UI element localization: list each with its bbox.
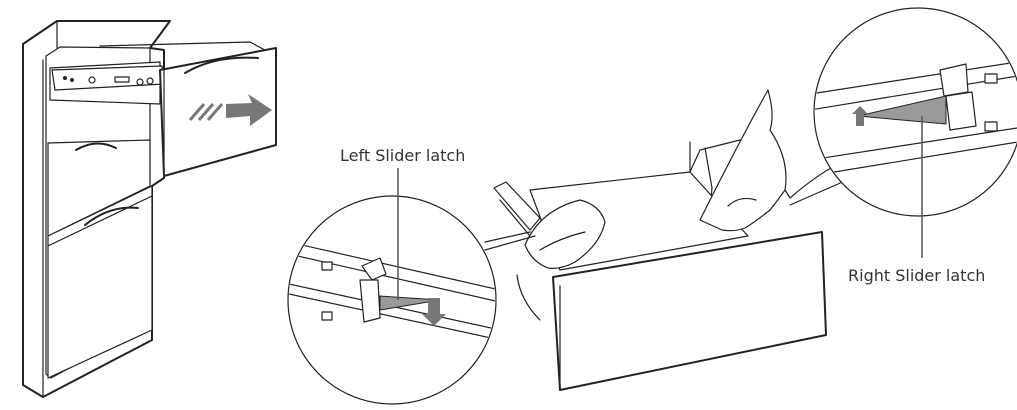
rail-screw: [136, 78, 144, 86]
rail-screw: [63, 76, 67, 80]
right-slider-latch-label: Right Slider latch: [848, 266, 986, 285]
drawer-removal-illustration: [484, 89, 871, 391]
drawer-front-panel: [552, 231, 827, 391]
middle-drawer: [47, 139, 151, 237]
right-latch-up-arrow: [852, 106, 868, 126]
pull-direction-arrow: [188, 94, 272, 126]
rail-screw: [70, 78, 74, 82]
top-drawer-front: [159, 47, 277, 177]
drawer-slide-rail: [493, 181, 541, 231]
right-latch-clip: [945, 91, 977, 131]
left-slider-latch-label: Left Slider latch: [340, 146, 466, 165]
left-latch-down-arrow: [422, 298, 446, 326]
rail-slot: [114, 76, 130, 83]
right-latch-zoom: [813, 7, 1017, 258]
left-hand: [524, 199, 606, 269]
right-hand: [699, 89, 787, 232]
rail-screw: [146, 77, 154, 85]
top-drawer-handle: [184, 56, 259, 74]
middle-drawer-handle: [75, 142, 117, 151]
left-latch-zoom: [287, 168, 497, 405]
cabinet-illustration: [22, 20, 277, 398]
left-latch-wedge: [379, 295, 441, 311]
right-latch-wedge: [857, 95, 947, 125]
rail-screw: [88, 76, 96, 84]
left-latch-clip: [359, 279, 381, 323]
bottom-drawer-handle: [84, 206, 139, 226]
